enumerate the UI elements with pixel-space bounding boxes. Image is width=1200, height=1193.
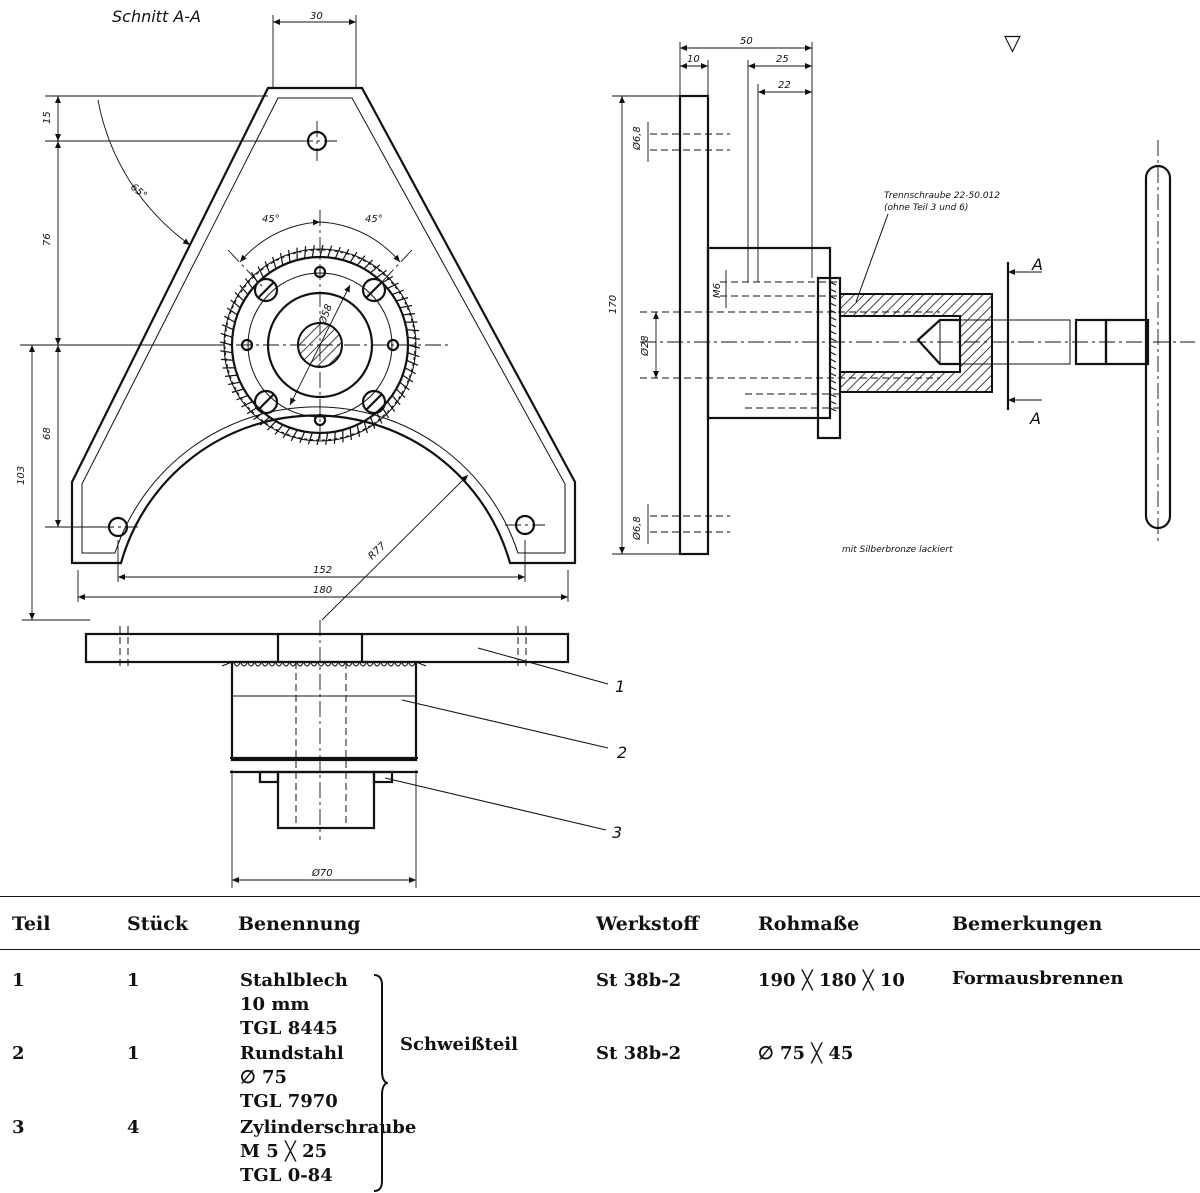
dim-76: 76 <box>42 233 53 246</box>
dim-15: 15 <box>42 111 53 124</box>
row3-benennung: Zylinderschraube M 5 ╳ 25 TGL 0-84 <box>240 1116 416 1188</box>
dim-152: 152 <box>313 565 332 576</box>
divider-header <box>0 949 1200 950</box>
note-separation-screw: Trennschraube 22-50.012 <box>884 191 1000 201</box>
note-separation-screw-2: (ohne Teil 3 und 6) <box>884 203 968 213</box>
parts-list: Teil Stück Benennung Werkstoff Rohmaße B… <box>0 893 1200 1191</box>
front-view: Schnitt A-A <box>16 7 575 620</box>
divider-top <box>0 896 1200 897</box>
row3-teil: 3 <box>12 1116 25 1140</box>
row2-werkstoff: St 38b-2 <box>596 1042 681 1066</box>
callout-1: 1 <box>615 677 625 696</box>
section-title: Schnitt A-A <box>112 7 201 26</box>
row1-werkstoff: St 38b-2 <box>596 969 681 993</box>
weld-group-brace <box>372 973 388 1193</box>
dim-68: 68 <box>42 427 53 440</box>
row2-benennung: Rundstahl ∅ 75 TGL 7970 <box>240 1042 344 1114</box>
callout-2: 2 <box>617 743 627 762</box>
note-finish: mit Silberbronze lackiert <box>842 545 953 555</box>
surface-symbol: ▽ <box>1004 31 1021 56</box>
dim-side-10: 10 <box>687 54 700 65</box>
dim-180: 180 <box>313 585 332 596</box>
side-view: ▽ 50 <box>608 31 1195 555</box>
callout-3: 3 <box>612 823 622 842</box>
row2-rohmasse: ∅ 75 ╳ 45 <box>758 1042 853 1066</box>
header-bemerkungen: Bemerkungen <box>952 913 1102 935</box>
header-werkstoff: Werkstoff <box>596 913 699 935</box>
dim-angle-65: 65° <box>128 182 149 202</box>
dim-angle-45-right: 45° <box>365 214 383 225</box>
dim-side-50: 50 <box>740 36 753 47</box>
dim-side-25: 25 <box>776 54 789 65</box>
dim-d58: Ø58 <box>316 303 335 327</box>
dim-top-width: 30 <box>310 11 323 22</box>
dim-103: 103 <box>16 466 27 485</box>
header-rohmasse: Rohmaße <box>758 913 859 935</box>
header-benennung: Benennung <box>238 913 361 935</box>
dim-r77: R77 <box>366 540 388 562</box>
row1-bemerkungen: Formausbrennen <box>952 967 1123 991</box>
header-teil: Teil <box>12 913 50 935</box>
dim-side-m6: M6 <box>712 283 723 298</box>
row2-teil: 2 <box>12 1042 25 1066</box>
dim-side-d68-bottom: Ø6,8 <box>631 516 643 541</box>
row1-benennung: Stahlblech 10 mm TGL 8445 <box>240 969 348 1041</box>
technical-drawing: Schnitt A-A <box>0 0 1200 890</box>
weld-seam-bottom <box>234 663 415 666</box>
section-marker-top: A <box>1031 255 1043 274</box>
dim-side-170: 170 <box>608 295 619 314</box>
row1-rohmasse: 190 ╳ 180 ╳ 10 <box>758 969 905 993</box>
header-stueck: Stück <box>127 913 188 935</box>
row1-stueck: 1 <box>127 969 140 993</box>
row2-stueck: 1 <box>127 1042 140 1066</box>
row1-teil: 1 <box>12 969 25 993</box>
dim-side-d68-top: Ø6,8 <box>631 126 643 151</box>
weld-group-label: Schweißteil <box>400 1033 518 1057</box>
dim-angle-45-left: 45° <box>262 214 280 225</box>
bottom-view: Ø70 1 2 3 <box>86 620 627 888</box>
row3-stueck: 4 <box>127 1116 140 1140</box>
dim-side-22: 22 <box>778 80 791 91</box>
dim-side-d28: Ø28 <box>639 335 651 357</box>
dim-d70: Ø70 <box>311 867 333 879</box>
section-marker-bottom: A <box>1029 409 1041 428</box>
